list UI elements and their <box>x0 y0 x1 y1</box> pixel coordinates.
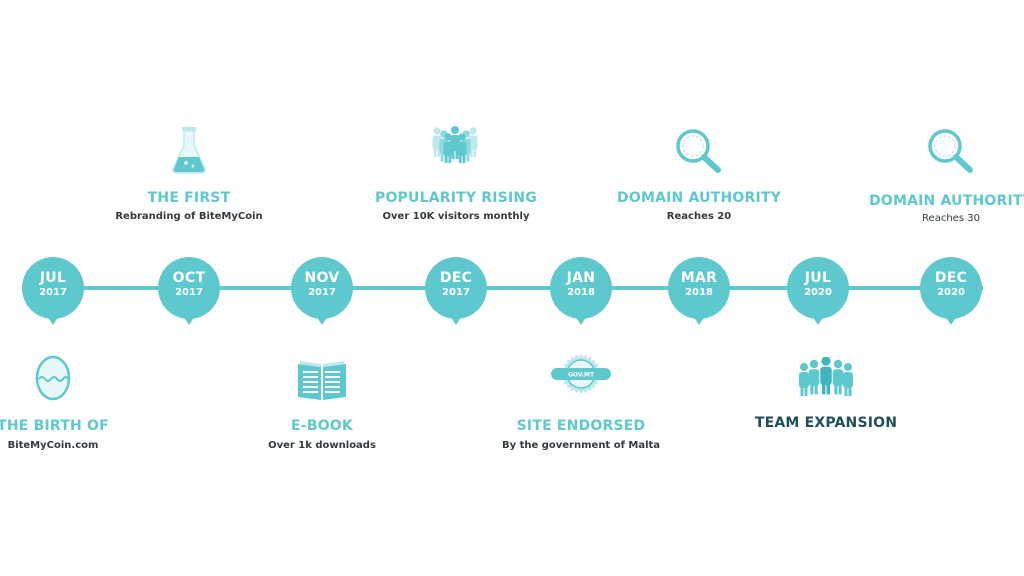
event-title: TEAM EXPANSION <box>754 415 898 431</box>
node-pointer <box>575 316 587 325</box>
date-year: 2017 <box>442 287 470 298</box>
team-icon <box>796 357 856 403</box>
gov-seal-text: GOV.MT <box>568 372 595 379</box>
date-year: 2018 <box>685 287 713 298</box>
date-month: MAR <box>680 270 718 286</box>
date-year: 2020 <box>804 287 832 298</box>
date-month: DEC <box>934 270 968 286</box>
crowd-icon <box>429 125 483 169</box>
date-month: JUL <box>804 270 832 286</box>
event-title: DOMAIN AUTHORITY <box>617 190 781 206</box>
node-pointer <box>47 316 59 325</box>
date-year: 2020 <box>937 287 965 298</box>
event-subtitle: Reaches 30 <box>922 213 980 224</box>
event-subtitle: Rebranding of BiteMyCoin <box>115 211 263 222</box>
event-title: THE FIRST <box>147 190 231 206</box>
node-pointer <box>183 316 195 325</box>
event-subtitle: By the government of Malta <box>501 440 661 451</box>
event-title: DOMAIN AUTHORITY <box>869 193 1024 209</box>
date-month: JUL <box>39 270 67 286</box>
magnifier-icon <box>926 127 976 173</box>
node-pointer <box>450 316 462 325</box>
flask-icon <box>169 125 209 175</box>
date-month: NOV <box>304 270 340 286</box>
event-subtitle: Over 1k downloads <box>268 440 376 451</box>
timeline-axis <box>48 286 983 290</box>
gov-seal-icon: GOV.MT <box>547 352 615 398</box>
event-subtitle: Reaches 20 <box>666 211 732 222</box>
event-subtitle: Over 10K visitors monthly <box>382 211 530 222</box>
node-pointer <box>693 316 705 325</box>
node-pointer <box>316 316 328 325</box>
book-icon <box>296 358 348 402</box>
node-pointer <box>812 316 824 325</box>
date-year: 2017 <box>308 287 336 298</box>
node-pointer <box>945 316 957 325</box>
event-title: POPULARITY RISING <box>375 190 537 206</box>
date-month: JAN <box>566 270 596 286</box>
date-year: 2017 <box>175 287 203 298</box>
egg-icon <box>33 351 73 401</box>
date-month: DEC <box>439 270 473 286</box>
event-title: THE BIRTH OF <box>0 418 109 434</box>
date-month: OCT <box>172 270 206 286</box>
date-year: 2018 <box>567 287 595 298</box>
event-title: SITE ENDORSED <box>516 418 646 434</box>
magnifier-icon <box>674 127 724 173</box>
event-subtitle: BiteMyCoin.com <box>7 440 99 451</box>
date-year: 2017 <box>39 287 67 298</box>
event-title: E-BOOK <box>291 418 353 434</box>
